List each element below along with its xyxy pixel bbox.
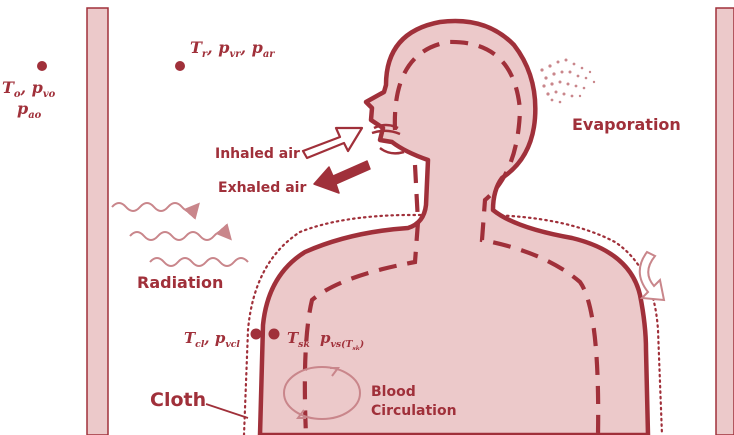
blood-label: Blood bbox=[371, 384, 416, 400]
left-wall bbox=[87, 8, 108, 435]
indoor-conditions-label: Tr, pvr, par bbox=[190, 38, 274, 60]
right-wall bbox=[716, 8, 734, 435]
inhaled-air-label: Inhaled air bbox=[215, 146, 300, 162]
evaporation-label: Evaporation bbox=[572, 115, 681, 134]
outdoor-pa-label: pao bbox=[17, 99, 41, 121]
evaporation-spray bbox=[540, 59, 595, 104]
radiation-waves bbox=[112, 203, 248, 266]
cloth-pointer bbox=[206, 404, 248, 418]
skin-temp-label: Tsk bbox=[287, 329, 310, 350]
indoor-point bbox=[175, 61, 185, 71]
outdoor-temp-pv-label: To, pvo bbox=[2, 78, 55, 100]
circulation-label: Circulation bbox=[371, 403, 457, 419]
exhaled-air-label: Exhaled air bbox=[218, 180, 306, 196]
clothing-conditions-label: Tcl, pvcl bbox=[184, 329, 240, 350]
clothing-point bbox=[251, 329, 262, 340]
convection-arrow bbox=[640, 252, 664, 300]
skin-point bbox=[269, 329, 280, 340]
human-body bbox=[260, 21, 648, 435]
skin-vapor-pressure-label: pvs(Tsk) bbox=[320, 329, 364, 352]
cloth-label: Cloth bbox=[150, 389, 206, 411]
exhale-arrow bbox=[314, 161, 370, 193]
outdoor-point bbox=[37, 61, 47, 71]
radiation-label: Radiation bbox=[137, 273, 223, 292]
inhale-arrow bbox=[303, 128, 362, 158]
